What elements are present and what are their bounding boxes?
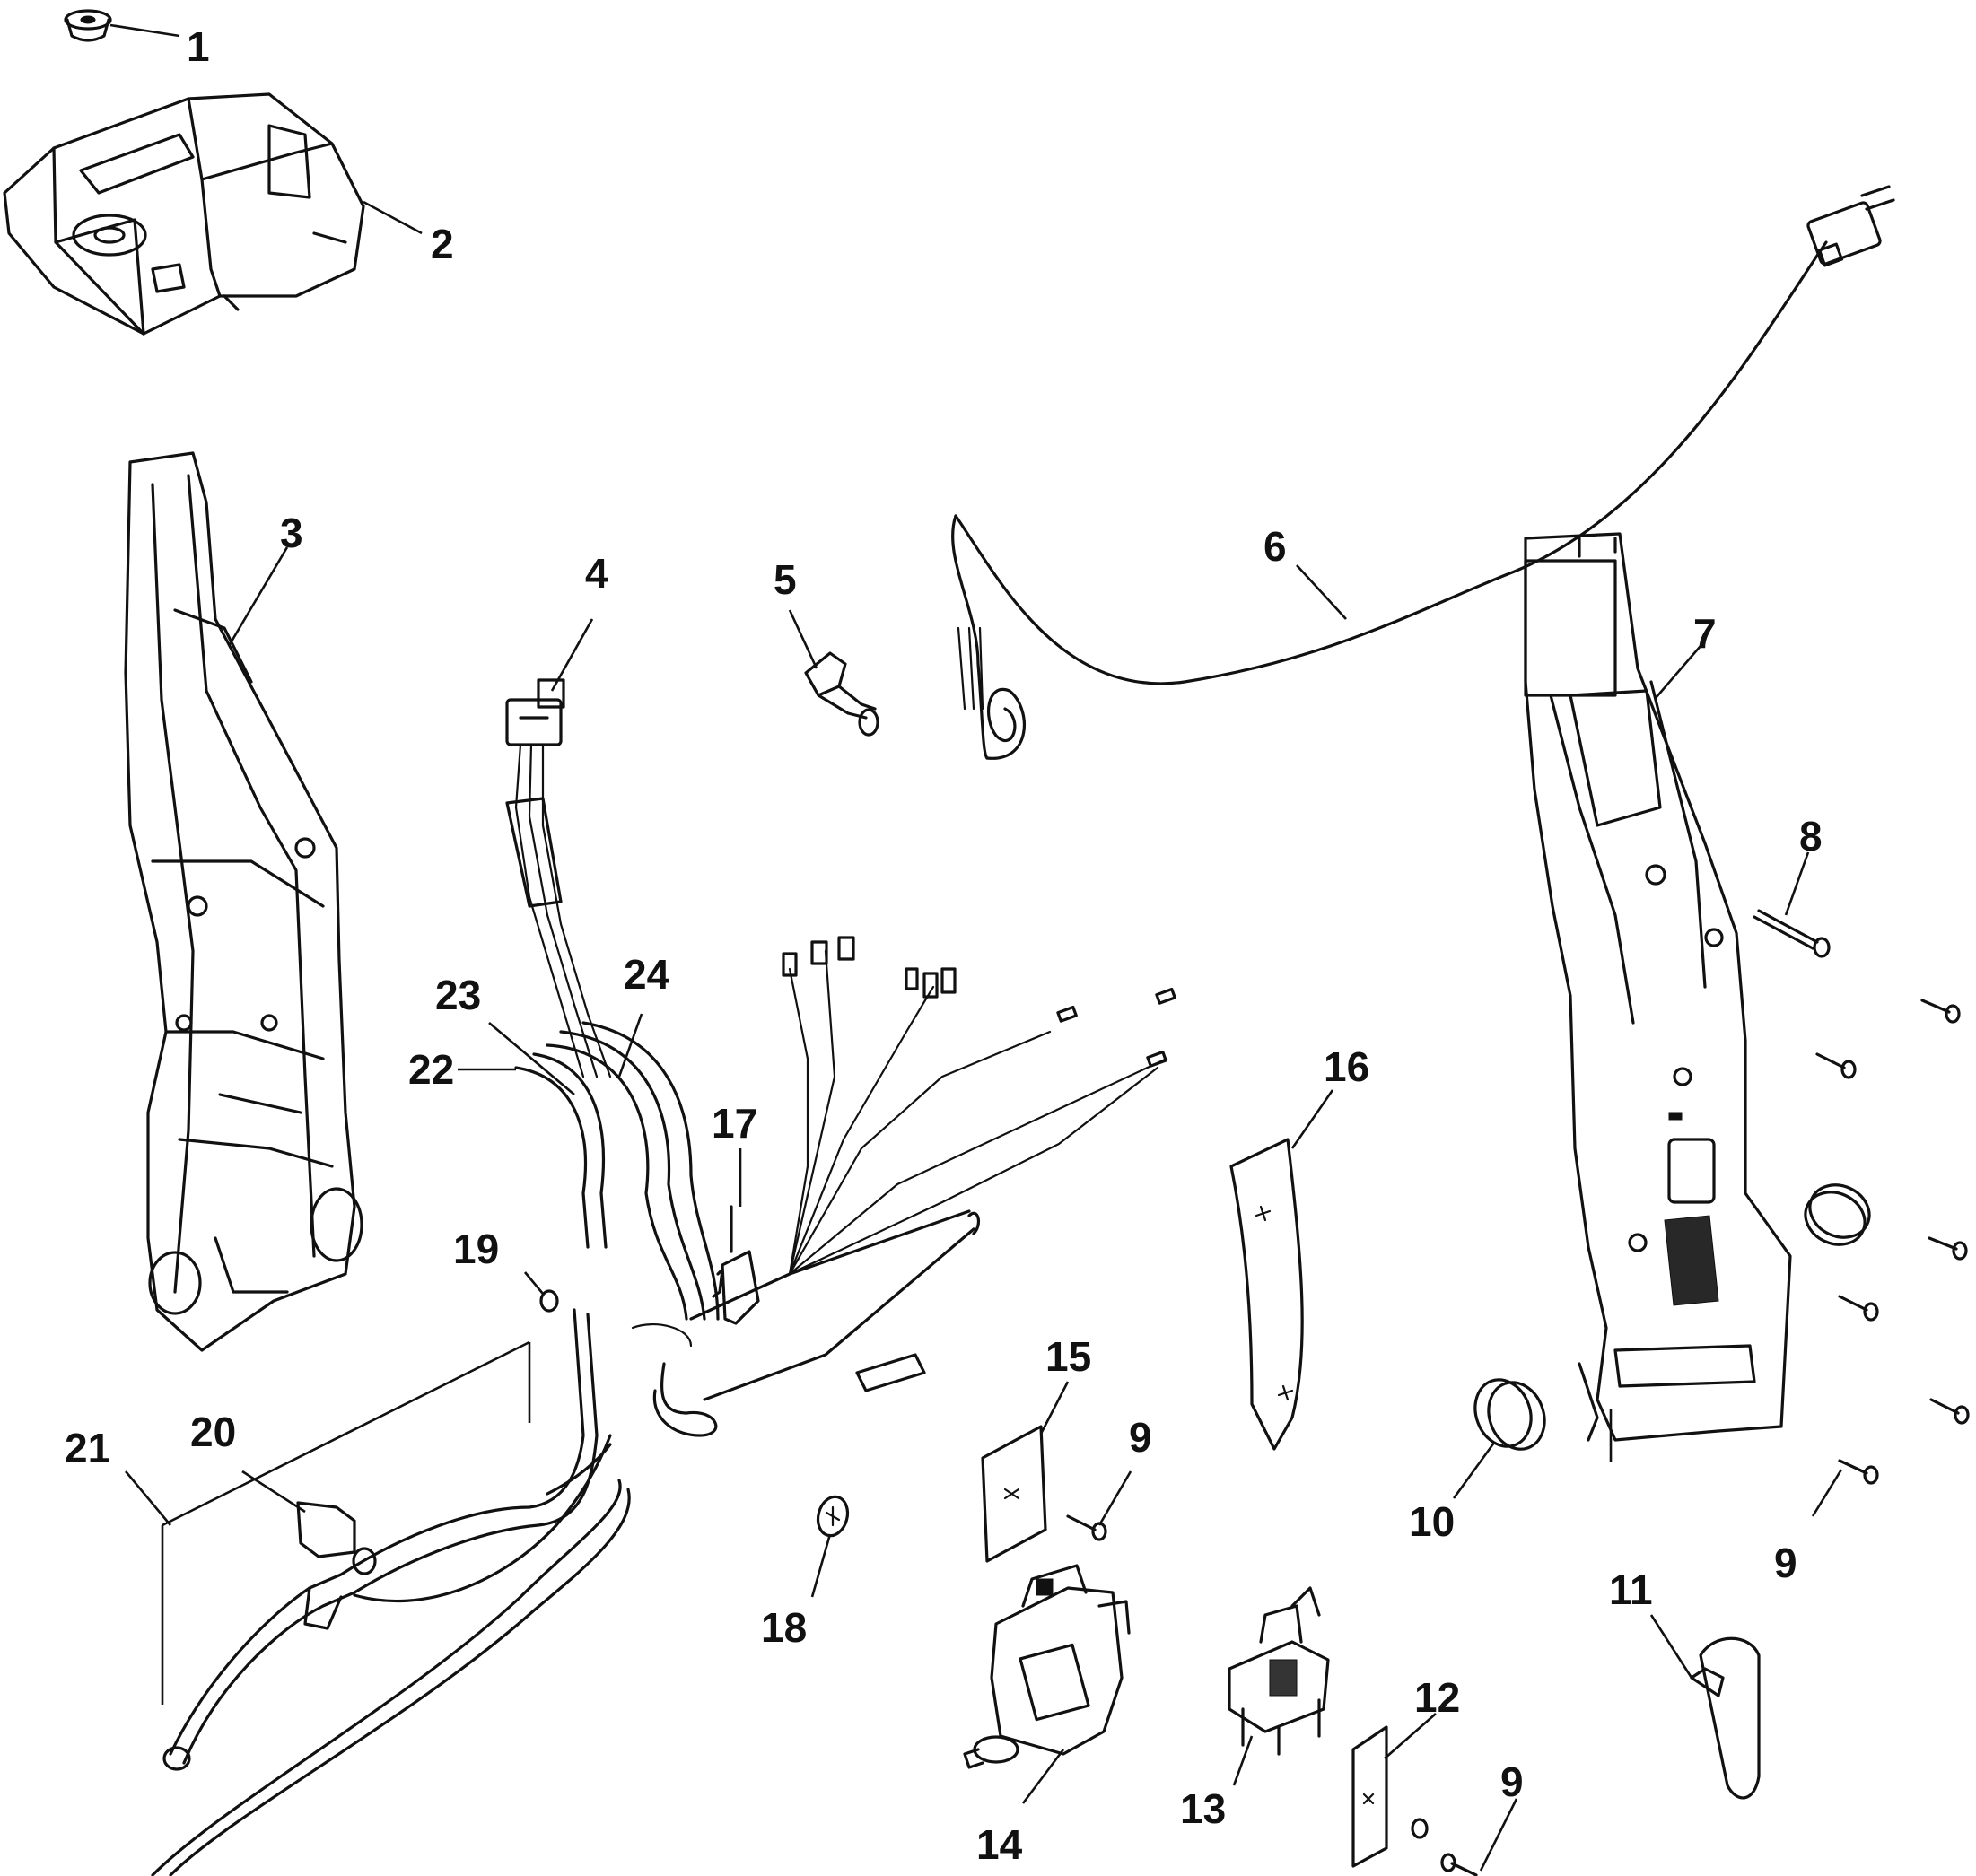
part-ring-right (1804, 1183, 1871, 1246)
callout-11: 11 (1609, 1566, 1653, 1613)
callout-10: 10 (1409, 1498, 1455, 1545)
callout-20: 20 (190, 1409, 236, 1455)
part-8-long-screw (1753, 909, 1831, 958)
callout-16: 16 (1324, 1043, 1369, 1090)
screw-f (1838, 1459, 1879, 1485)
part-5-switch-knob (804, 651, 879, 737)
callout-9-c: 9 (1500, 1758, 1524, 1805)
part-1-cap (64, 9, 112, 42)
part-4-wire-harness (505, 678, 612, 1078)
part-11-clip (1690, 1636, 1761, 1800)
callout-labels: 1 2 3 4 5 6 7 8 9 9 9 10 11 12 13 14 15 … (65, 23, 1823, 1868)
callout-15: 15 (1045, 1333, 1091, 1380)
callout-13: 13 (1180, 1785, 1226, 1832)
part-3-left-housing (124, 451, 363, 1352)
screw-d (1838, 1295, 1879, 1322)
callout-21: 21 (65, 1425, 110, 1471)
part-14-pump-assembly (963, 1564, 1131, 1769)
screw-c (1928, 1236, 1968, 1261)
screw-a (1920, 999, 1961, 1024)
part-12-bracket (1351, 1725, 1429, 1868)
part-2-top-housing (3, 92, 365, 336)
part-10-ring (1473, 1378, 1546, 1451)
part-19-cap (539, 1289, 559, 1313)
part-15-bracket (981, 1425, 1047, 1563)
callout-12: 12 (1414, 1674, 1460, 1721)
screw-b (1815, 1052, 1857, 1079)
callout-6: 6 (1263, 523, 1287, 570)
callout-9-a: 9 (1129, 1414, 1152, 1461)
screw-e (1929, 1398, 1970, 1425)
leader-lines (109, 23, 1843, 1872)
callout-8: 8 (1799, 813, 1823, 859)
screw-g (1440, 1853, 1478, 1876)
callout-7: 7 (1693, 610, 1717, 657)
part-22-24-wire-bundle (514, 936, 1176, 1437)
callout-19: 19 (453, 1226, 499, 1272)
screw-h (1066, 1514, 1107, 1541)
callout-2: 2 (431, 221, 454, 267)
callout-24: 24 (624, 951, 670, 998)
callout-5: 5 (774, 556, 797, 603)
screw-set-right (1815, 999, 1970, 1485)
callout-9-b: 9 (1774, 1540, 1797, 1586)
part-18-washer (816, 1495, 850, 1538)
callout-14: 14 (976, 1821, 1023, 1868)
part-6-power-cord (951, 185, 1895, 760)
part-7-right-housing (1524, 532, 1792, 1442)
part-21-hose-assembly (151, 1308, 631, 1876)
part-13-valve-block (1228, 1586, 1330, 1756)
callout-18: 18 (761, 1604, 807, 1651)
callout-17: 17 (712, 1100, 757, 1147)
part-20-check-valve (296, 1501, 377, 1575)
callout-4: 4 (585, 550, 608, 597)
callout-1: 1 (187, 23, 210, 70)
callout-23: 23 (435, 972, 481, 1018)
callout-22: 22 (408, 1046, 454, 1093)
callout-3: 3 (280, 510, 303, 556)
part-16-strip (1229, 1138, 1304, 1451)
